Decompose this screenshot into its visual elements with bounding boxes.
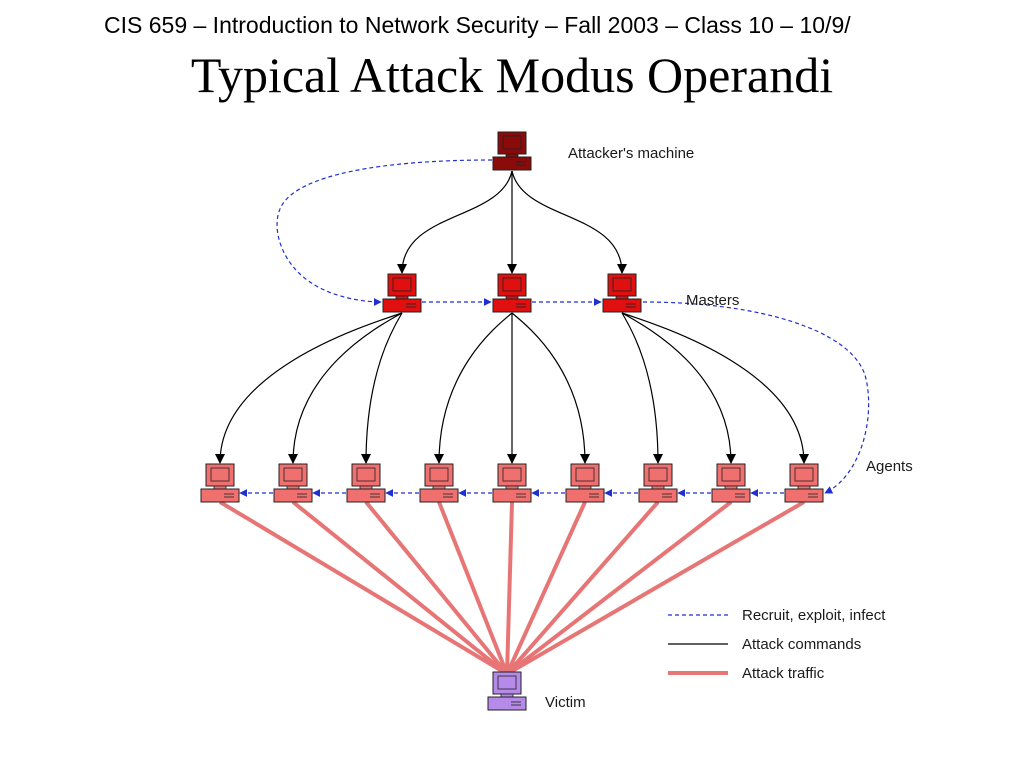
victim-computer-icon [487, 671, 527, 711]
traffic-line-agent-5 [505, 501, 514, 675]
traffic-line-agent-1 [218, 500, 509, 676]
agent-computer-icon-9 [784, 463, 824, 503]
command-line-master-1-agent-2 [288, 312, 403, 464]
command-line-to-master-1 [397, 170, 513, 274]
attacker-label: Attacker's machine [568, 145, 694, 162]
agents-label: Agents [866, 458, 913, 475]
agent-computer-icon-3 [346, 463, 386, 503]
command-line-master-1-agent-3 [361, 312, 403, 464]
agent-computer-icon-5 [492, 463, 532, 503]
master-computer-icon-2 [492, 273, 532, 313]
agent-computer-icon-8 [711, 463, 751, 503]
network-nodes [200, 131, 824, 711]
command-line-master-2-agent-6 [511, 312, 590, 464]
traffic-line-agent-9 [505, 500, 806, 676]
master-computer-icon-3 [602, 273, 642, 313]
slide-header: CIS 659 – Introduction to Network Securi… [104, 12, 851, 38]
agent-computer-icon-1 [200, 463, 240, 503]
command-line-master-1-agent-1 [215, 312, 403, 464]
agent-computer-icon-7 [638, 463, 678, 503]
traffic-line-agent-7 [505, 500, 660, 676]
legend: Recruit, exploit, infect Attack commands… [668, 607, 886, 682]
legend-recruit-label: Recruit, exploit, infect [742, 607, 886, 624]
recruit-line-attacker-to-master-1 [276, 159, 493, 306]
command-line-master-2-agent-4 [434, 312, 513, 464]
agent-computer-icon-4 [419, 463, 459, 503]
attacker-computer-icon [492, 131, 532, 171]
legend-command-label: Attack commands [742, 636, 861, 653]
traffic-line-agent-3 [364, 500, 509, 676]
recruit-line-master-3-to-agent-9 [642, 301, 870, 494]
attack-traffic-lines [218, 500, 806, 676]
traffic-line-agent-8 [505, 500, 733, 676]
command-line-master-3-agent-8 [621, 312, 736, 464]
master-computer-icon-1 [382, 273, 422, 313]
recruit-lines [239, 159, 870, 497]
attack-command-lines [215, 170, 809, 464]
legend-traffic-label: Attack traffic [742, 665, 825, 682]
agent-computer-icon-2 [273, 463, 313, 503]
traffic-line-agent-2 [291, 500, 509, 676]
victim-label: Victim [545, 694, 586, 711]
command-line-to-master-3 [511, 170, 627, 274]
masters-label: Masters [686, 292, 739, 309]
traffic-line-agent-4 [437, 501, 509, 675]
agent-computer-icon-6 [565, 463, 605, 503]
traffic-line-agent-6 [505, 501, 587, 675]
slide-title: Typical Attack Modus Operandi [190, 47, 834, 103]
command-line-master-3-agent-9 [621, 312, 809, 464]
command-line-master-3-agent-7 [621, 312, 663, 464]
